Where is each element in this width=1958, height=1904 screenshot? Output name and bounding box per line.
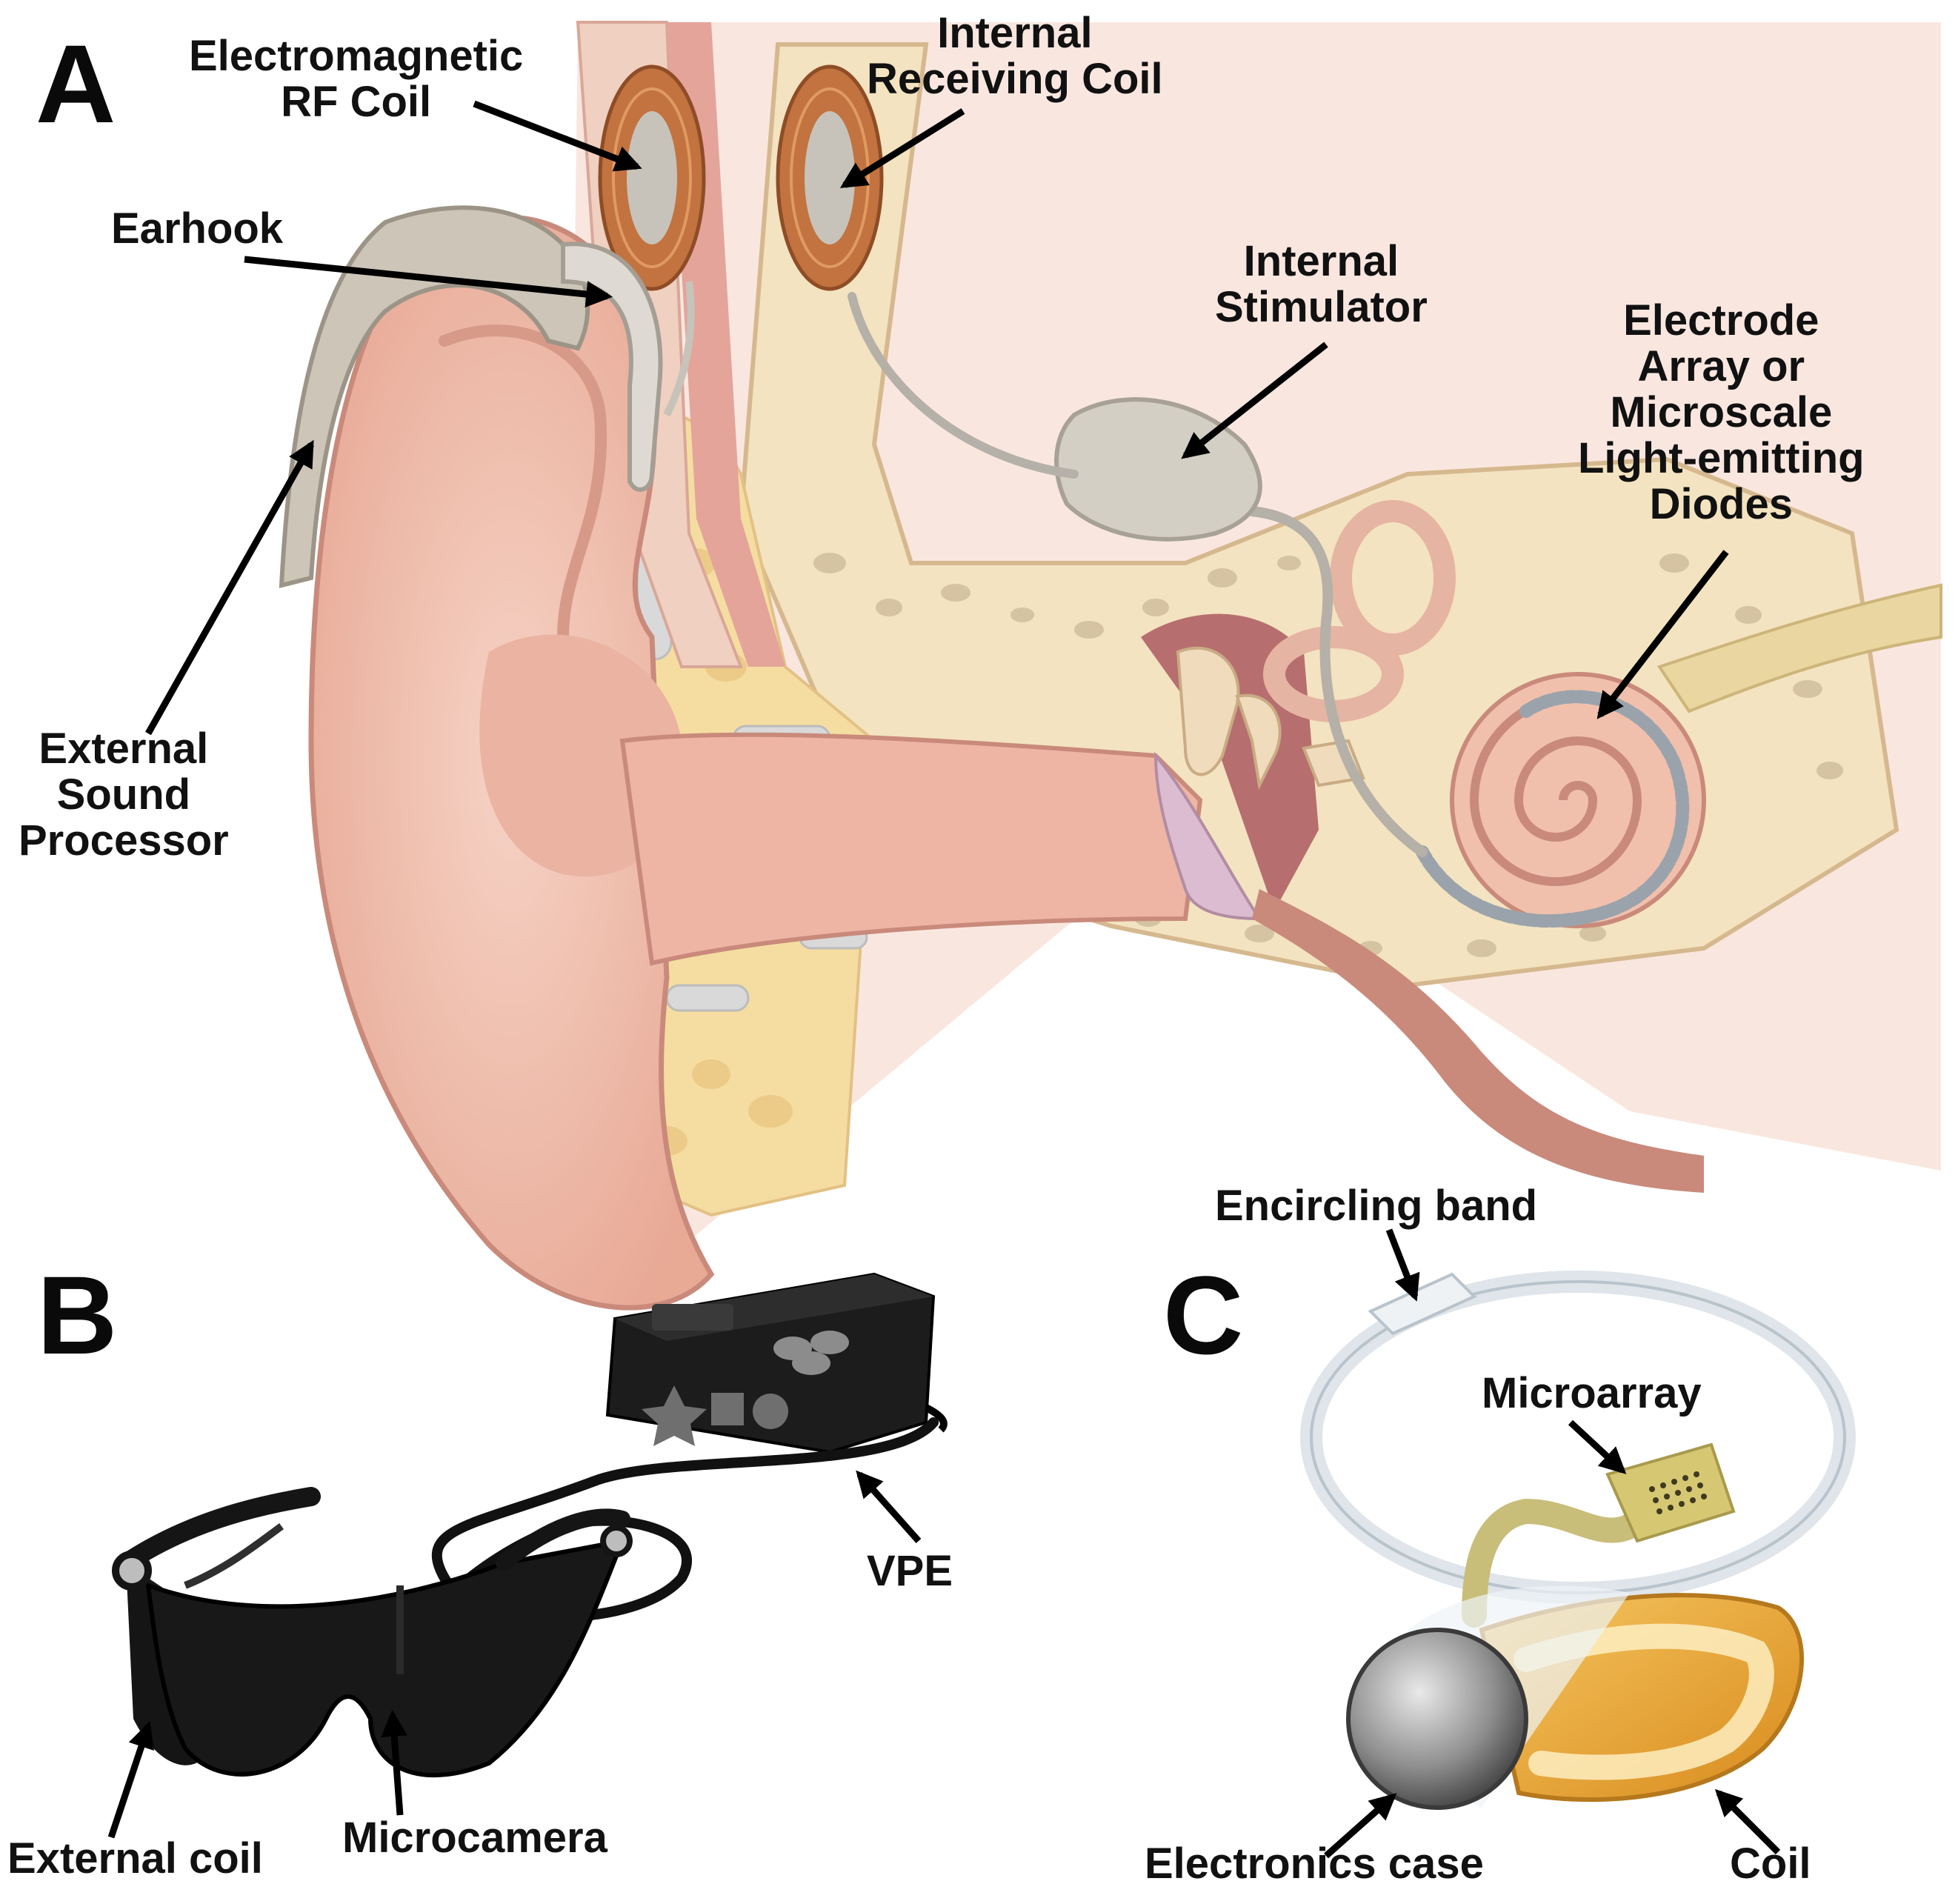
auditory-nerve bbox=[1656, 583, 1942, 713]
label-external-sound-processor: External Sound Processor bbox=[19, 725, 229, 865]
arrow-vpe bbox=[856, 1470, 922, 1543]
ear-canal bbox=[619, 732, 1203, 966]
microarray-shape bbox=[1605, 1442, 1736, 1543]
label-electromagnetic-rf-coil: Electromagnetic RF Coil bbox=[189, 32, 524, 126]
label-vpe: VPE bbox=[867, 1547, 953, 1595]
arrow-sound-processor bbox=[145, 439, 314, 736]
panel-letter-c: C bbox=[1163, 1253, 1244, 1377]
arrow-earhook bbox=[244, 256, 613, 307]
label-encircling-band: Encircling band bbox=[1215, 1182, 1538, 1230]
arrow-microarray bbox=[1568, 1419, 1627, 1474]
arrow-coil bbox=[1714, 1788, 1781, 1855]
eustachian-tube bbox=[1252, 889, 1704, 1193]
receiver-lead bbox=[848, 292, 1079, 479]
arrow-encircling-band bbox=[1385, 1228, 1420, 1302]
arrow-receiving-coil bbox=[839, 108, 965, 188]
label-electronics-case: Electronics case bbox=[1145, 1840, 1484, 1888]
microarray-ribbon bbox=[1462, 1498, 1642, 1628]
arrow-electrode-array bbox=[1596, 550, 1729, 719]
label-microcamera: Microcamera bbox=[342, 1814, 607, 1862]
earhook-shape bbox=[561, 242, 663, 492]
label-internal-receiving-coil: Internal Receiving Coil bbox=[867, 9, 1163, 103]
label-coil: Coil bbox=[1730, 1840, 1811, 1888]
arrow-microcamera bbox=[381, 1709, 408, 1816]
band-sleeve bbox=[1368, 1272, 1477, 1336]
label-microarray: Microarray bbox=[1482, 1369, 1702, 1417]
rf-coil-cable bbox=[663, 281, 695, 417]
label-earhook: Earhook bbox=[111, 204, 284, 253]
arrow-electronics-case bbox=[1324, 1793, 1397, 1859]
label-electrode-array: Electrode Array or Microscale Light-emit… bbox=[1578, 296, 1865, 528]
glasses bbox=[112, 1487, 633, 1777]
vpe-unit bbox=[605, 1272, 948, 1454]
panel-letter-a: A bbox=[36, 21, 116, 146]
arrow-stimulator bbox=[1181, 342, 1328, 459]
rf-coil-shape bbox=[598, 64, 706, 291]
eardrum bbox=[1153, 751, 1262, 921]
internal-receiving-coil-shape bbox=[776, 64, 884, 291]
arrow-rf-coil bbox=[473, 100, 642, 172]
electronics-case-shape bbox=[1346, 1628, 1528, 1810]
label-arrows bbox=[107, 100, 1781, 1859]
label-internal-stimulator: Internal Stimulator bbox=[1215, 237, 1428, 331]
panel-letter-b: B bbox=[37, 1253, 118, 1377]
arrow-external-coil bbox=[107, 1721, 154, 1839]
auricle-helix-fold bbox=[439, 324, 607, 643]
panel-b-illustration bbox=[112, 1272, 948, 1777]
cochlea bbox=[1450, 672, 1706, 928]
panel-c-illustration bbox=[1300, 1271, 1856, 1810]
panel-a-illustration bbox=[279, 21, 1942, 1311]
label-external-coil: External coil bbox=[7, 1834, 263, 1883]
internal-lead bbox=[1247, 506, 1428, 857]
